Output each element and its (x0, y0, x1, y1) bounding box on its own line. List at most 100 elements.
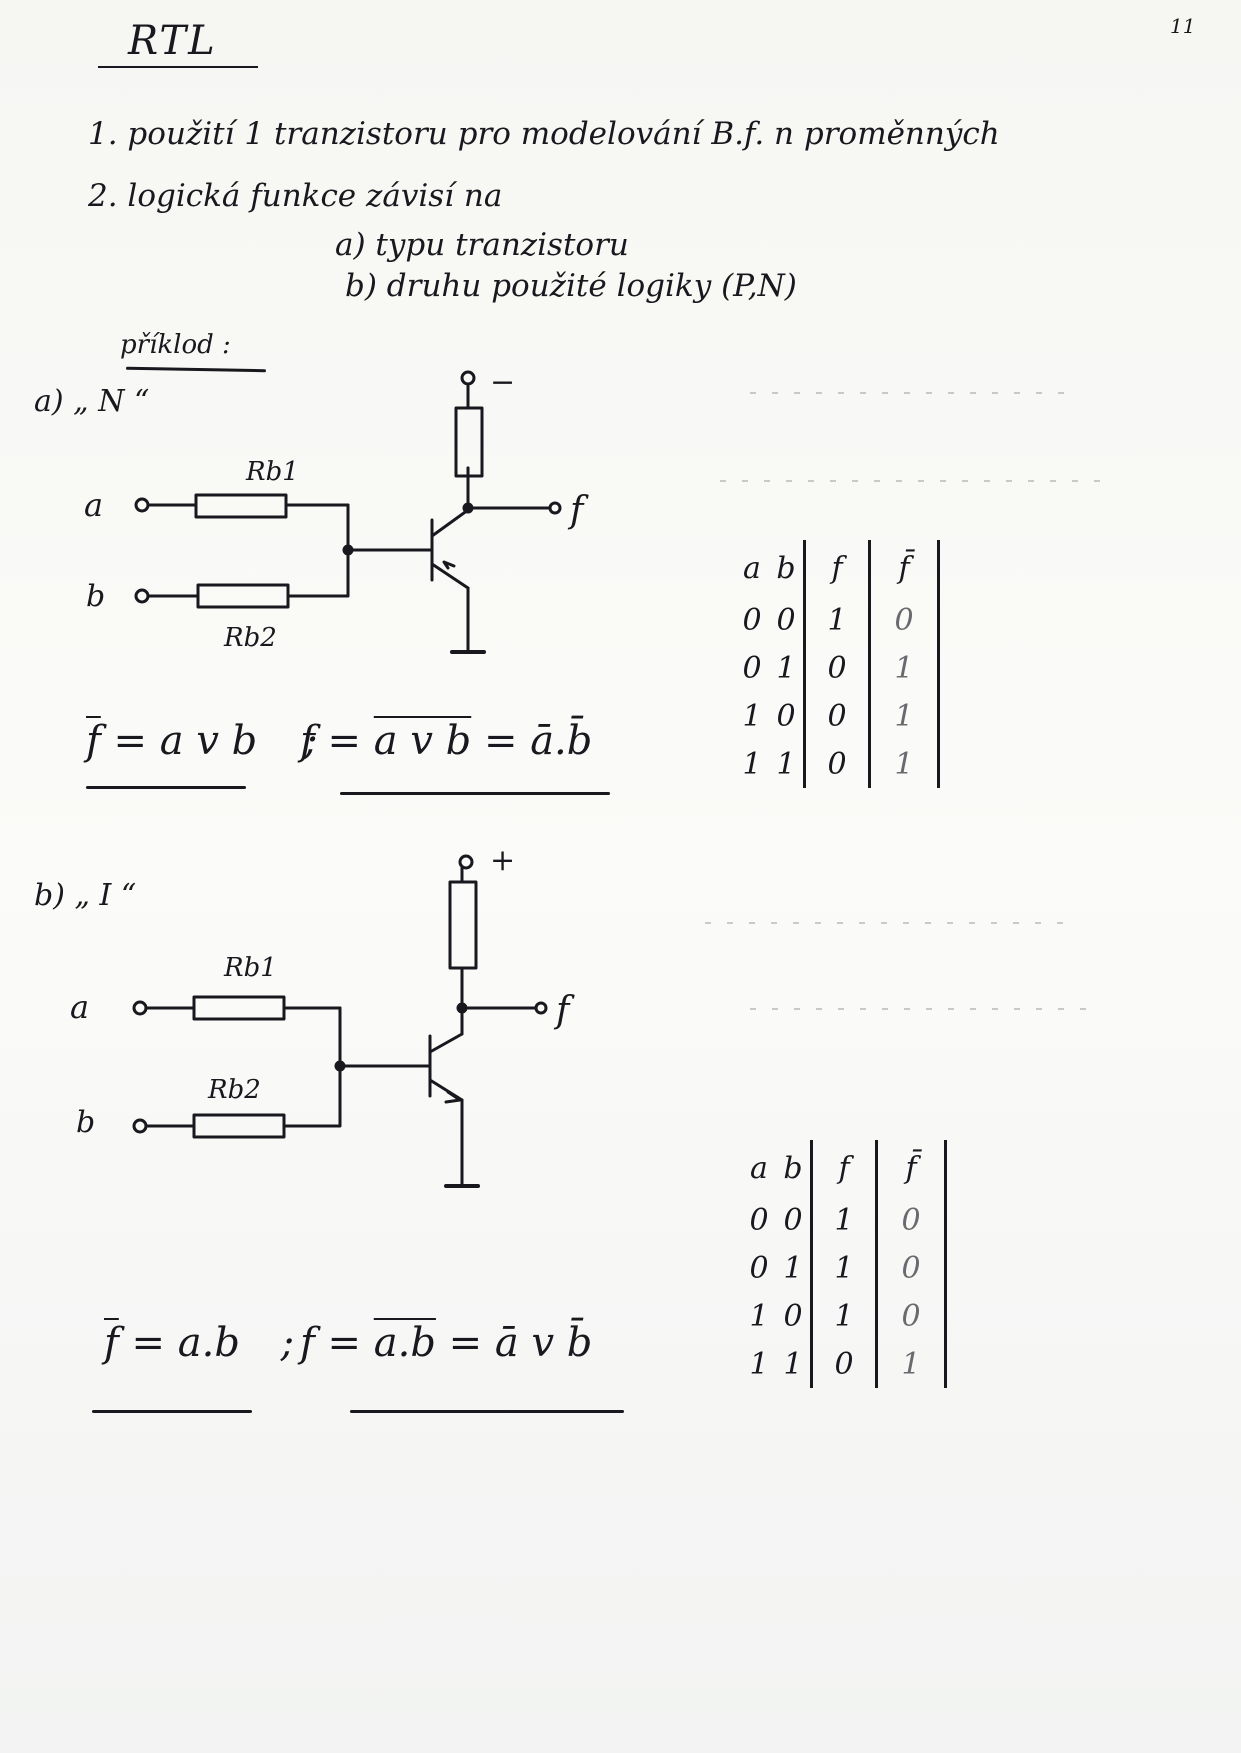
table-row: 1 1 0 1 (735, 740, 940, 788)
circuit-a (134, 370, 562, 654)
resistor-label: Rb2 (207, 1075, 261, 1105)
table-cell: 1 (776, 650, 796, 686)
table-cell: 0 (749, 1202, 769, 1238)
bleed-through-mark (750, 1008, 1090, 1010)
section-b-label: b) „ I “ (34, 878, 137, 913)
terminal-b-icon (132, 1118, 148, 1134)
bleed-through-mark (705, 922, 1075, 924)
note-line-2: 2. logická funkce závisí na (88, 178, 503, 214)
terminal-a-icon (134, 497, 150, 513)
page-number: 11 (1170, 14, 1196, 38)
formula-separator: ; (280, 1320, 295, 1366)
formula-mid: a v b (373, 718, 472, 764)
table-row: 0 0 1 0 (735, 596, 940, 644)
resistor-collector-b-icon (448, 880, 478, 970)
table-cell: 0 (742, 650, 762, 686)
input-label: b (86, 579, 105, 614)
note-line-4: b) druhu použité logiky (P,N) (345, 268, 797, 304)
input-label: a (84, 486, 103, 524)
table-cell: 1 (749, 1346, 769, 1382)
table-cell: 0 (783, 1298, 803, 1334)
bleed-through-mark (750, 392, 1070, 394)
table-header-row: a b f f̄ (742, 1140, 947, 1196)
table-cell: 1 (810, 1196, 877, 1244)
table-cell: 1 (868, 644, 940, 692)
column-header: a (743, 550, 761, 586)
formula-rhs: = ā.b̄ (483, 718, 593, 764)
table-cell: 0 (749, 1250, 769, 1286)
formula-a-right: f = a v b = ā.b̄ (300, 718, 592, 764)
formula-rhs: = a.b (131, 1320, 240, 1366)
formula-underline (340, 792, 610, 795)
table-cell: 1 (783, 1346, 803, 1382)
table-cell: 1 (803, 596, 870, 644)
resistor-label: Rb1 (245, 457, 299, 487)
terminal-a-icon (132, 1000, 148, 1016)
column-header: f (803, 540, 870, 596)
formula-rhs: = a v b (113, 718, 258, 764)
resistor-collector-a-icon (454, 406, 484, 478)
table-cell: 1 (776, 746, 796, 782)
table-cell: 1 (868, 692, 940, 740)
formula-lhs: f (104, 1320, 119, 1366)
table-cell: 0 (803, 740, 870, 788)
table-row: 0 1 1 0 (742, 1244, 947, 1292)
table-cell: 1 (783, 1250, 803, 1286)
formula-lhs: f = (300, 718, 362, 764)
table-cell: 1 (742, 698, 762, 734)
formula-b-right: f = a.b = ā v b̄ (300, 1320, 592, 1366)
output-label: f (553, 990, 575, 1031)
table-header-row: a b f f̄ (735, 540, 940, 596)
formula-lhs: f (86, 718, 101, 764)
formula-a-left: f = a v b ; (86, 718, 317, 764)
table-cell: 0 (875, 1196, 947, 1244)
supply-terminal-b-icon (458, 854, 474, 870)
formula-underline (92, 1410, 252, 1413)
supply-label: − (490, 365, 515, 400)
page-title: RTL (128, 18, 217, 64)
formula-rhs: = ā v b̄ (448, 1320, 593, 1366)
example-label: příklod : (120, 330, 231, 360)
resistor-rb1-icon (194, 493, 288, 519)
table-cell: 0 (810, 1340, 877, 1388)
table-cell: 1 (868, 740, 940, 788)
table-cell: 0 (776, 698, 796, 734)
input-label: a (70, 988, 89, 1026)
column-header: f̄ (868, 540, 940, 596)
supply-label: + (490, 843, 515, 878)
terminal-b-icon (134, 588, 150, 604)
truth-table-b: a b f f̄ 0 0 1 0 0 1 1 0 1 0 1 0 1 1 0 1 (742, 1140, 947, 1388)
table-cell: 0 (868, 596, 940, 644)
formula-b-left: f = a.b ; (104, 1320, 294, 1366)
circuit-b (132, 854, 548, 1188)
formula-underline (86, 786, 246, 789)
table-row: 1 0 1 0 (742, 1292, 947, 1340)
title-underline (98, 66, 258, 68)
table-row: 1 1 0 1 (742, 1340, 947, 1388)
table-cell: 0 (875, 1292, 947, 1340)
table-row: 0 1 0 1 (735, 644, 940, 692)
output-terminal-b-icon (534, 1001, 548, 1015)
supply-terminal-a-icon (460, 370, 476, 386)
table-cell: 1 (749, 1298, 769, 1334)
formula-lhs: f = (300, 1320, 362, 1366)
truth-table-a: a b f f̄ 0 0 1 0 0 1 0 1 1 0 0 1 1 1 0 1 (735, 540, 940, 788)
column-header: f (810, 1140, 877, 1196)
table-cell: 1 (810, 1244, 877, 1292)
table-cell: 1 (875, 1340, 947, 1388)
column-header: a (750, 1150, 768, 1186)
table-cell: 0 (776, 602, 796, 638)
formula-mid: a.b (373, 1320, 436, 1366)
column-header: b (783, 1150, 803, 1186)
table-cell: 0 (742, 602, 762, 638)
bleed-through-mark (720, 480, 1100, 482)
formula-underline (350, 1410, 624, 1413)
resistor-rb1-icon (192, 995, 286, 1021)
table-row: 0 0 1 0 (742, 1196, 947, 1244)
output-terminal-a-icon (548, 501, 562, 515)
table-cell: 1 (810, 1292, 877, 1340)
table-cell: 1 (742, 746, 762, 782)
column-header: f̄ (875, 1140, 947, 1196)
column-header: b (776, 550, 796, 586)
